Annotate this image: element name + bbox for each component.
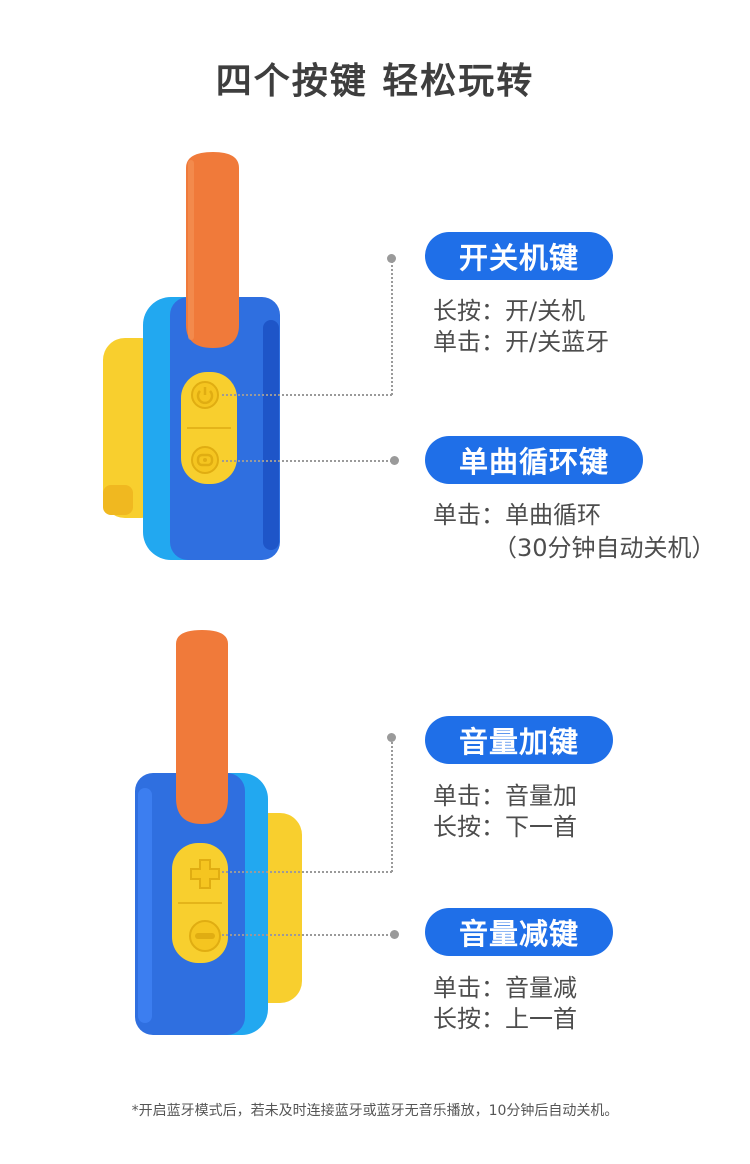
- leader-line-plus-vertical: [391, 738, 393, 872]
- leader-dot-power: [387, 254, 396, 263]
- volume-down-key-desc-1: 单击：音量减: [433, 974, 577, 1002]
- repeat-icon[interactable]: [190, 445, 220, 475]
- plus-icon[interactable]: [187, 856, 223, 892]
- volume-up-key-label: 音量加键: [425, 716, 613, 764]
- leader-dot-minus: [390, 930, 399, 939]
- minus-icon[interactable]: [187, 918, 223, 954]
- speaker-device-front: [103, 152, 280, 560]
- leader-line-repeat: [222, 460, 392, 462]
- leader-line-power-vertical: [391, 258, 393, 395]
- volume-down-key-label: 音量减键: [425, 908, 613, 956]
- repeat-key-desc-2: （30分钟自动关机）: [493, 534, 716, 562]
- power-key-label: 开关机键: [425, 232, 613, 280]
- repeat-key-label: 单曲循环键: [425, 436, 643, 484]
- volume-down-key-desc-2: 长按：上一首: [433, 1005, 577, 1033]
- speaker-device-back: [135, 630, 302, 1035]
- page-title: 四个按键 轻松玩转: [215, 61, 535, 102]
- volume-up-key-desc-2: 长按：下一首: [433, 813, 577, 841]
- repeat-key-desc-1: 单击：单曲循环: [433, 501, 601, 529]
- leader-line-plus: [222, 871, 392, 873]
- power-icon[interactable]: [190, 380, 220, 410]
- footnote: *开启蓝牙模式后，若未及时连接蓝牙或蓝牙无音乐播放，10分钟后自动关机。: [131, 1103, 619, 1119]
- leader-line-power: [222, 394, 392, 396]
- power-key-desc-1: 长按：开/关机: [433, 297, 586, 325]
- leader-line-minus: [222, 934, 392, 936]
- leader-dot-plus: [387, 733, 396, 742]
- leader-dot-repeat: [390, 456, 399, 465]
- volume-up-key-desc-1: 单击：音量加: [433, 782, 577, 810]
- power-key-desc-2: 单击：开/关蓝牙: [433, 328, 610, 356]
